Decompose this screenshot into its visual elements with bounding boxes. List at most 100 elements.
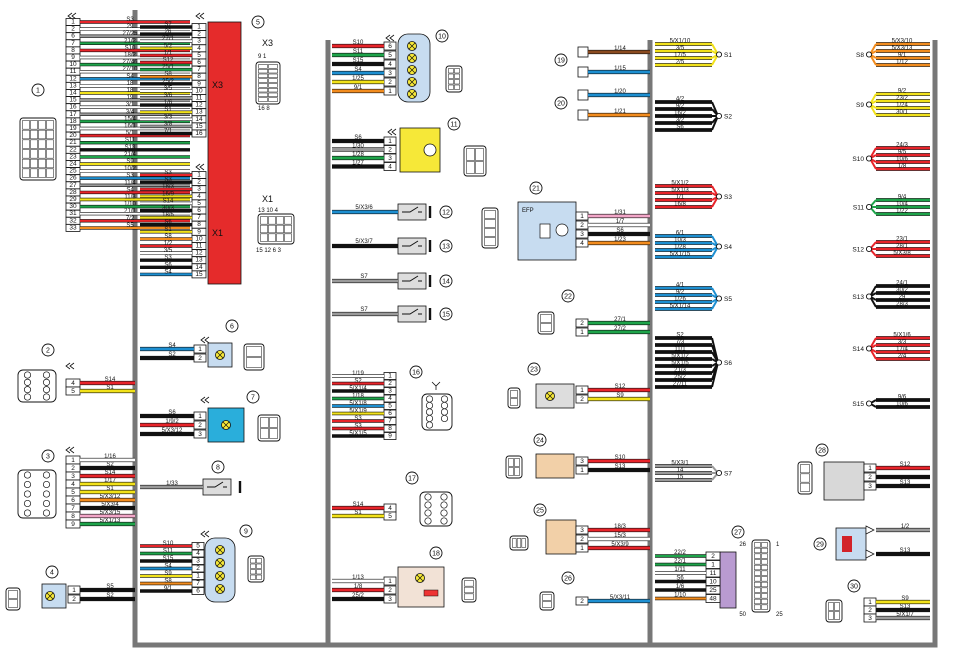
x3-pin-15: 15 [191, 122, 207, 131]
pin-1: 1 [67, 585, 81, 595]
pin-number: 4 [388, 61, 392, 68]
wire-label: S1 [354, 510, 362, 516]
pin-number: 1 [388, 138, 392, 145]
wire-label: 16/9 [162, 191, 174, 197]
pin-9: 9 [383, 432, 397, 440]
pin-1: 1 [705, 560, 721, 569]
wire-label: S9 [901, 596, 909, 602]
pin-21: 21 [65, 138, 81, 147]
wire-label: S9 [164, 571, 172, 577]
wire-label: 1/14 [614, 46, 626, 52]
splice-node [865, 51, 873, 58]
wire-label: S1 [106, 385, 114, 391]
pin-6: 6 [65, 32, 81, 41]
x1-pin-label: 13 10 4 [258, 208, 279, 214]
wire-label: 1/15 [614, 66, 626, 72]
wire-label: S1 [164, 107, 172, 113]
wire-label: S14 [105, 377, 116, 383]
pin-4: 4 [383, 503, 397, 513]
pin-3: 3 [863, 481, 877, 491]
component-number-text: 15 [442, 312, 450, 319]
connector-30-icon [825, 599, 843, 623]
wire-label: 1/30 [352, 144, 364, 150]
wire-label: S15 [163, 556, 174, 562]
splice-node [715, 359, 723, 366]
terminal-19 [577, 46, 589, 58]
splice-wire-label: 4/2 [676, 97, 685, 103]
pin-number: 2 [711, 553, 715, 560]
wire-label: 15/4 [124, 116, 136, 122]
splice-node [865, 101, 873, 108]
pin-number: 9 [197, 80, 201, 87]
pin-number: 1 [580, 387, 584, 394]
wire-label: 25/2 [162, 79, 174, 85]
wire-label: 15/3 [614, 533, 626, 539]
pin-4: 4 [383, 59, 397, 69]
wire-label: S12 [900, 462, 911, 468]
component-number-text: 16 [412, 370, 420, 377]
pin-number: 21 [69, 139, 77, 146]
switch-25 [545, 519, 577, 555]
pin-number: 3 [197, 38, 201, 45]
splice-wire-label: 5/X1/5 [671, 361, 689, 367]
pin-3: 3 [575, 229, 589, 239]
pin-2: 2 [863, 472, 877, 482]
pin-4: 4 [65, 378, 81, 388]
wire-label: 19 [127, 95, 134, 101]
terminal-icon [865, 549, 875, 559]
pin-number: 2 [580, 598, 584, 605]
pin-11: 11 [65, 67, 81, 76]
wire-label: 5/2 [164, 43, 173, 49]
pin-number: 16 [69, 104, 77, 111]
wire-label: S10 [125, 45, 136, 51]
pin-number: 10 [709, 579, 717, 586]
module-27 [719, 551, 737, 609]
connector-9-icon [247, 555, 265, 583]
pin-7: 7 [383, 417, 397, 425]
x1-pin-3: 3 [191, 185, 207, 194]
x3-pin-label-2: 16 8 [258, 106, 270, 112]
wire-label: 1/27 [352, 161, 364, 167]
wire-label: 1/17 [104, 478, 116, 484]
pin-6: 6 [383, 41, 397, 51]
wire-label: 5/X3/12 [162, 428, 183, 434]
pin-4: 4 [65, 479, 81, 489]
pin-number: 2 [197, 31, 201, 38]
pin-number: 11 [196, 95, 203, 102]
wire-label: S4 [354, 67, 362, 73]
splice-node [715, 193, 723, 200]
splice-wire-label: 24/1 [896, 281, 908, 287]
wire-label: S13 [900, 480, 911, 486]
wire-label: 18/3 [614, 524, 626, 530]
pin-25: 25 [705, 585, 721, 595]
splice-name: S8 [856, 52, 864, 59]
pin-number: 1 [388, 373, 392, 380]
pin-number: 31 [69, 210, 77, 217]
pin-number: 28 [69, 189, 77, 196]
pin-8: 8 [383, 424, 397, 433]
splice-wire-label: S6 [676, 125, 684, 131]
x1-pin-14: 14 [191, 263, 207, 272]
pin-33: 33 [65, 223, 81, 232]
wire-label: S4 [164, 269, 172, 275]
pin-20: 20 [65, 131, 81, 140]
splice-wire-label: 28/1 [896, 244, 908, 250]
pin-number: 13 [195, 109, 203, 116]
wire-label: S10 [163, 541, 174, 547]
pin-16: 16 [65, 103, 81, 112]
splice-name: S9 [856, 102, 864, 109]
led-24 [535, 453, 575, 479]
lamp-9-icon [215, 584, 225, 594]
terminal-19 [577, 66, 589, 78]
component-number-text: 6 [230, 324, 234, 331]
pin-number: 1 [711, 562, 715, 569]
wire-label: 27/25 [122, 31, 138, 37]
pin-number: 8 [388, 425, 392, 432]
component-number-text: 19 [557, 58, 565, 65]
component-number-text: 12 [442, 210, 450, 217]
splice-wire-label: 16/8 [674, 202, 686, 208]
splice-wire-label: 7/3 [676, 340, 685, 346]
splice-wire-label: 29 [899, 295, 906, 301]
wire-label: S6 [616, 228, 624, 234]
x1-pin-12: 12 [191, 249, 207, 258]
